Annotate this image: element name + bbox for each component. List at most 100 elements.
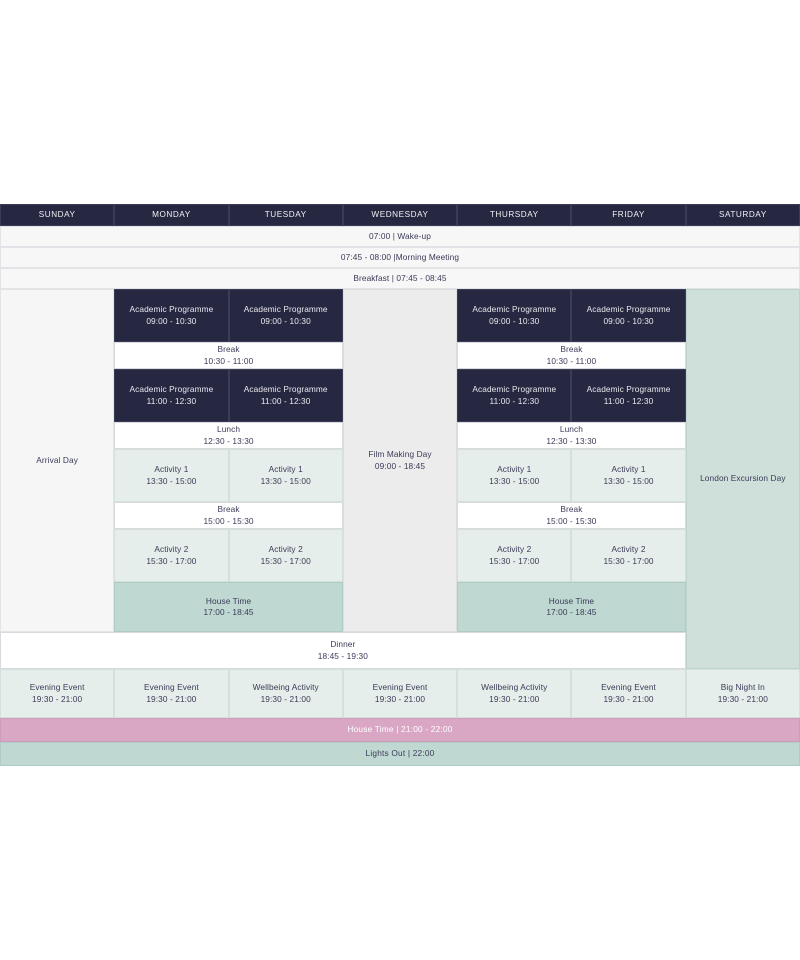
event-title: Lunch <box>217 424 241 435</box>
event-title: Activity 1 <box>268 464 303 475</box>
event-title: Big Night In <box>720 682 765 693</box>
event-activity-1-monday[interactable]: Activity 1 13:30 - 15:00 <box>114 449 229 502</box>
event-title: Film Making Day <box>368 449 432 460</box>
event-time: 15:00 - 15:30 <box>203 515 254 526</box>
banner-text: Lights Out | 22:00 <box>365 748 435 759</box>
event-time: 19:30 - 21:00 <box>146 693 197 704</box>
day-label: WEDNESDAY <box>371 210 429 220</box>
event-break-afternoon-mon-tue[interactable]: Break 15:00 - 15:30 <box>114 502 343 529</box>
event-time: 12:30 - 13:30 <box>546 435 597 446</box>
event-time: 17:00 - 18:45 <box>546 607 597 617</box>
event-activity-2-friday[interactable]: Activity 2 15:30 - 17:00 <box>571 529 686 582</box>
event-title: Evening Event <box>144 682 199 693</box>
event-evening-wednesday[interactable]: Evening Event 19:30 - 21:00 <box>342 669 458 718</box>
event-title: Academic Programme <box>586 384 671 395</box>
event-title: Activity 1 <box>611 464 646 475</box>
column-header-tuesday: TUESDAY <box>228 204 343 226</box>
event-academic-programme-tuesday-am2[interactable]: Academic Programme 11:00 - 12:30 <box>228 369 343 422</box>
banner-morning-meeting: 07:45 - 08:00 |Morning Meeting <box>0 247 800 268</box>
event-title: Lunch <box>559 424 583 435</box>
event-title: Academic Programme <box>472 384 557 395</box>
event-title: Evening Event <box>601 682 656 693</box>
day-cell-film-making-day[interactable]: Film Making Day 09:00 - 18:45 <box>342 289 458 632</box>
event-time: 09:00 - 18:45 <box>374 460 426 471</box>
event-activity-1-tuesday[interactable]: Activity 1 13:30 - 15:00 <box>228 449 343 502</box>
event-time: 15:30 - 17:00 <box>489 555 540 566</box>
event-time: 12:30 - 13:30 <box>203 435 254 446</box>
column-header-saturday: SATURDAY <box>685 204 800 226</box>
banner-text: House Time | 21:00 - 22:00 <box>347 724 453 735</box>
event-activity-1-friday[interactable]: Activity 1 13:30 - 15:00 <box>571 449 686 502</box>
event-title: Evening Event <box>372 682 428 693</box>
event-title: Dinner <box>330 639 356 650</box>
event-house-time-thu-fri[interactable]: House Time 17:00 - 18:45 <box>457 582 686 632</box>
banner-text: Breakfast | 07:45 - 08:45 <box>353 272 447 283</box>
day-label: FRIDAY <box>612 210 645 220</box>
event-evening-monday[interactable]: Evening Event 19:30 - 21:00 <box>114 669 229 718</box>
event-break-morning-mon-tue[interactable]: Break 10:30 - 11:00 <box>114 342 343 369</box>
column-header-sunday: SUNDAY <box>0 204 115 226</box>
event-academic-programme-tuesday-am1[interactable]: Academic Programme 09:00 - 10:30 <box>228 289 343 342</box>
event-title: Evening Event <box>29 682 85 693</box>
event-evening-friday[interactable]: Evening Event 19:30 - 21:00 <box>571 669 686 718</box>
event-time: 13:30 - 15:00 <box>146 475 197 486</box>
event-time: 10:30 - 11:00 <box>546 355 597 366</box>
event-academic-programme-friday-am1[interactable]: Academic Programme 09:00 - 10:30 <box>571 289 686 342</box>
event-title: Academic Programme <box>472 304 557 315</box>
event-title: Activity 2 <box>268 544 303 555</box>
column-header-thursday: THURSDAY <box>457 204 572 226</box>
event-title: Academic Programme <box>586 304 671 315</box>
event-academic-programme-thursday-am1[interactable]: Academic Programme 09:00 - 10:30 <box>457 289 572 342</box>
event-time: 18:45 - 19:30 <box>317 650 368 661</box>
event-activity-2-monday[interactable]: Activity 2 15:30 - 17:00 <box>114 529 229 582</box>
day-label: TUESDAY <box>264 210 307 220</box>
event-time: 19:30 - 21:00 <box>603 693 654 704</box>
event-time: 19:30 - 21:00 <box>374 693 426 704</box>
banner-house-time-evening[interactable]: House Time | 21:00 - 22:00 <box>0 718 800 742</box>
event-title: Break <box>217 504 240 515</box>
event-activity-1-thursday[interactable]: Activity 1 13:30 - 15:00 <box>457 449 572 502</box>
event-house-time-mon-tue[interactable]: House Time 17:00 - 18:45 <box>114 582 343 632</box>
event-break-afternoon-thu-fri[interactable]: Break 15:00 - 15:30 <box>457 502 686 529</box>
event-evening-sunday[interactable]: Evening Event 19:30 - 21:00 <box>0 669 115 718</box>
event-title: Break <box>560 344 583 355</box>
event-title: Academic Programme <box>129 304 214 315</box>
event-break-morning-thu-fri[interactable]: Break 10:30 - 11:00 <box>457 342 686 369</box>
event-title: Arrival Day <box>36 454 78 465</box>
event-time: 15:30 - 17:00 <box>603 555 654 566</box>
event-title: Activity 2 <box>611 544 646 555</box>
event-time: 11:00 - 12:30 <box>260 395 311 406</box>
event-academic-programme-friday-am2[interactable]: Academic Programme 11:00 - 12:30 <box>571 369 686 422</box>
event-title: Wellbeing Activity <box>481 682 548 693</box>
event-title: Break <box>217 344 240 355</box>
event-academic-programme-thursday-am2[interactable]: Academic Programme 11:00 - 12:30 <box>457 369 572 422</box>
event-evening-tuesday[interactable]: Wellbeing Activity 19:30 - 21:00 <box>228 669 343 718</box>
event-time: 09:00 - 10:30 <box>489 315 540 326</box>
event-lunch-thu-fri[interactable]: Lunch 12:30 - 13:30 <box>457 422 686 449</box>
event-academic-programme-monday-am2[interactable]: Academic Programme 11:00 - 12:30 <box>114 369 229 422</box>
event-time: 10:30 - 11:00 <box>203 355 254 366</box>
event-time: 19:30 - 21:00 <box>260 693 311 704</box>
event-evening-thursday[interactable]: Wellbeing Activity 19:30 - 21:00 <box>457 669 572 718</box>
event-time: 11:00 - 12:30 <box>489 395 540 406</box>
event-title: Activity 2 <box>497 544 532 555</box>
day-cell-arrival-day[interactable]: Arrival Day <box>0 289 115 632</box>
event-evening-saturday[interactable]: Big Night In 19:30 - 21:00 <box>685 669 800 718</box>
banner-text: 07:00 | Wake-up <box>369 230 431 241</box>
event-time: 19:30 - 21:00 <box>32 693 83 704</box>
event-lunch-mon-tue[interactable]: Lunch 12:30 - 13:30 <box>114 422 343 449</box>
event-time: 13:30 - 15:00 <box>489 475 540 486</box>
column-header-wednesday: WEDNESDAY <box>342 204 458 226</box>
day-cell-london-excursion-day[interactable]: London Excursion Day <box>685 289 800 669</box>
column-header-monday: MONDAY <box>114 204 229 226</box>
weekly-timetable-grid: SUNDAY MONDAY TUESDAY WEDNESDAY THURSDAY… <box>0 204 800 766</box>
event-activity-2-tuesday[interactable]: Activity 2 15:30 - 17:00 <box>228 529 343 582</box>
event-title: Academic Programme <box>243 384 328 395</box>
event-dinner[interactable]: Dinner 18:45 - 19:30 <box>0 632 686 669</box>
event-title: Academic Programme <box>129 384 214 395</box>
event-academic-programme-monday-am1[interactable]: Academic Programme 09:00 - 10:30 <box>114 289 229 342</box>
day-label: MONDAY <box>152 210 191 220</box>
banner-lights-out[interactable]: Lights Out | 22:00 <box>0 742 800 766</box>
event-activity-2-thursday[interactable]: Activity 2 15:30 - 17:00 <box>457 529 572 582</box>
